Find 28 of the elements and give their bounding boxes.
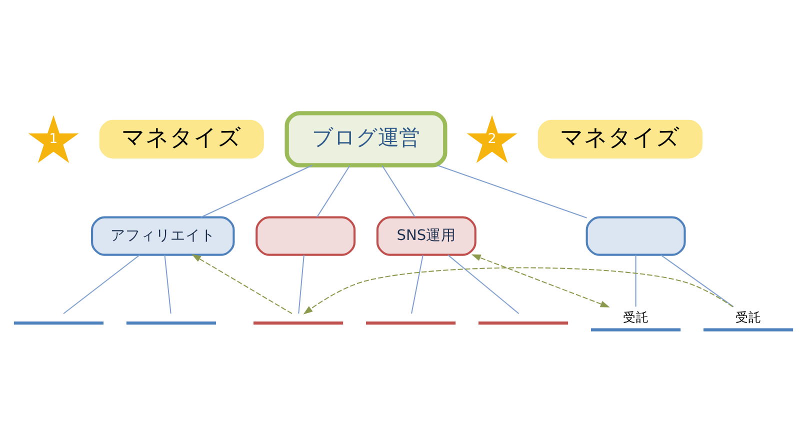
connector	[381, 164, 415, 217]
node-text: 受託	[622, 309, 648, 324]
node-box: SNS運用	[376, 216, 476, 256]
node-line	[366, 321, 456, 324]
node-box	[585, 216, 686, 256]
connector	[62, 254, 140, 314]
node-line	[13, 321, 103, 324]
arrow	[191, 254, 292, 314]
node-line	[126, 321, 216, 324]
connector	[660, 254, 734, 307]
connector	[410, 254, 423, 314]
arrow	[302, 266, 733, 314]
connector	[200, 164, 312, 218]
node-box: アフィリエイト	[90, 216, 234, 256]
arrow	[470, 254, 610, 307]
connector	[447, 254, 519, 314]
connector	[436, 164, 586, 218]
node-box: マネタイズ	[98, 119, 264, 158]
node-line	[253, 321, 343, 324]
node-box: マネタイズ	[537, 119, 702, 158]
node-box	[255, 216, 356, 256]
node-box: ブログ運営	[284, 110, 447, 167]
connector	[164, 254, 171, 314]
connector	[634, 254, 636, 306]
connector	[298, 254, 304, 314]
node-line	[478, 321, 568, 324]
node-text: 受託	[734, 309, 761, 324]
connector	[316, 164, 350, 217]
